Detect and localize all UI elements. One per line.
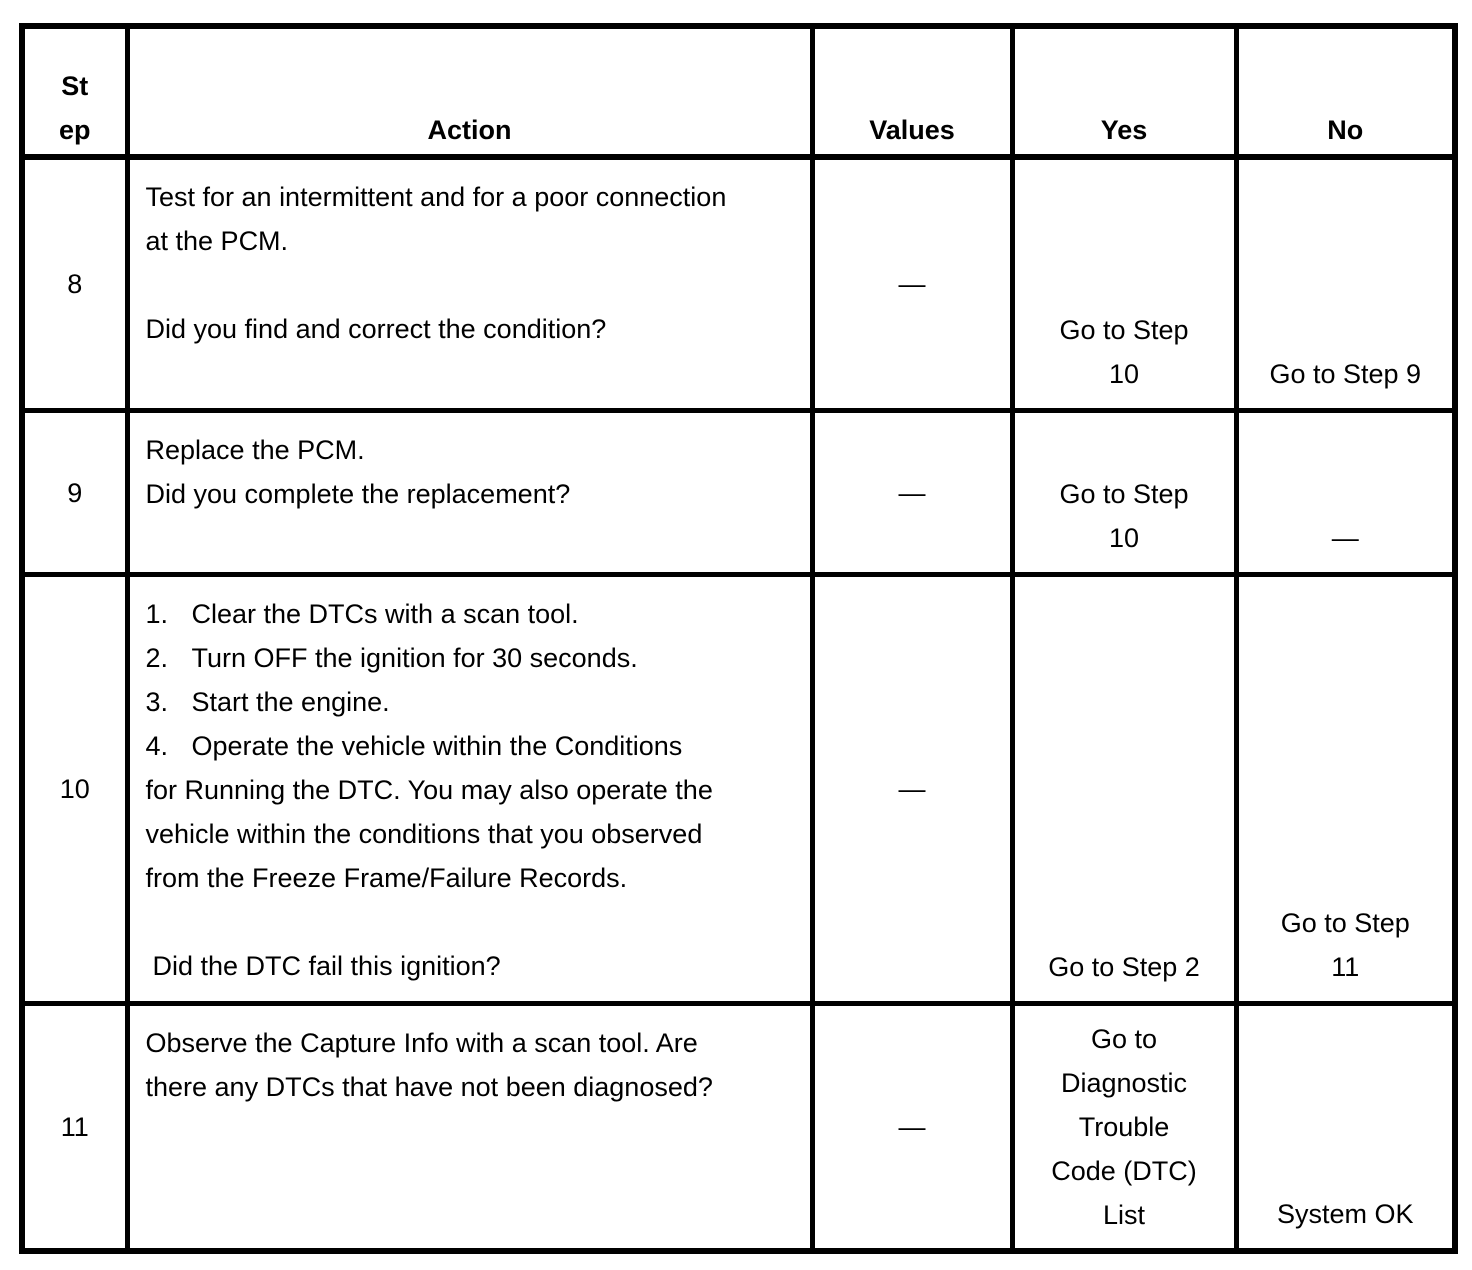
item-number: 3. <box>145 687 169 717</box>
yes-cell: Go to Step 2 <box>1009 572 1239 1006</box>
header-step: St ep <box>19 23 130 160</box>
step-cell: 10 <box>19 572 130 1006</box>
goto-line: Go to Step <box>1280 908 1410 938</box>
values-cell: — <box>809 154 1015 413</box>
values-dash: — <box>1331 523 1359 553</box>
header-values: Values <box>809 23 1015 160</box>
item-number: 1. <box>145 599 169 629</box>
action-line: Replace the PCM. <box>145 435 365 465</box>
diagnostic-table: St ep Action Values Yes <box>19 23 1458 1254</box>
goto-line: Code (DTC) <box>1051 1156 1197 1186</box>
goto-line: 10 <box>1108 359 1140 389</box>
table-row-step-8: 8 Test for an intermittent and for a poo… <box>19 154 1458 413</box>
yes-cell: Go to Step 10 <box>1009 408 1239 577</box>
status-text: System OK <box>1276 1199 1414 1229</box>
action-question: Did you find and correct the condition? <box>145 314 607 344</box>
no-cell: System OK <box>1233 1001 1458 1254</box>
numbered-item: 4. Operate the vehicle within the Conditi… <box>146 724 802 768</box>
numbered-item: 3. Start the engine. <box>146 680 802 724</box>
item-number: 4. <box>145 731 169 761</box>
item-text: Start the engine. <box>191 687 390 717</box>
action-cell: Observe the Capture Info with a scan too… <box>124 1001 815 1254</box>
step-number: 8 <box>67 269 83 299</box>
step-number: 9 <box>67 477 83 508</box>
blank-line <box>146 263 802 307</box>
action-question: Did you complete the replacement? <box>145 479 571 509</box>
step-number: 11 <box>60 1112 89 1142</box>
item-text: Turn OFF the ignition for 30 seconds. <box>191 643 638 673</box>
header-yes: Yes <box>1009 23 1239 160</box>
goto-line: Go to Step 9 <box>1269 359 1422 389</box>
goto-line: Go to Step <box>1059 479 1189 509</box>
goto-line: Diagnostic <box>1060 1068 1188 1098</box>
values-cell: — <box>809 572 1015 1006</box>
action-question: Did the DTC fail this ignition? <box>152 951 501 981</box>
values-cell: — <box>809 1001 1015 1254</box>
goto-line: Go to Step 2 <box>1048 952 1200 982</box>
goto-line: Go to <box>1090 1024 1158 1054</box>
table-row-step-9: 9 Replace the PCM. Did you complete the … <box>19 408 1458 577</box>
table-row-step-10: 10 1. Clear the DTCs with a scan tool. 2.… <box>19 572 1458 1006</box>
values-dash: — <box>898 477 926 508</box>
header-action-label: Action <box>427 115 512 145</box>
goto-line: Go to Step <box>1059 315 1189 345</box>
header-step-line: ep <box>58 115 91 145</box>
numbered-item: 1. Clear the DTCs with a scan tool. <box>146 592 802 636</box>
action-question: there any DTCs that have not been diagno… <box>145 1072 713 1102</box>
goto-line: 11 <box>1331 952 1360 982</box>
no-cell: Go to Step 11 <box>1233 572 1458 1006</box>
header-action: Action <box>124 23 815 160</box>
no-cell: — <box>1233 408 1458 577</box>
header-values-label: Values <box>869 115 955 145</box>
action-line: vehicle within the conditions that you o… <box>145 819 703 849</box>
step-cell: 8 <box>19 154 130 413</box>
header-yes-label: Yes <box>1100 115 1148 145</box>
item-text: Clear the DTCs with a scan tool. <box>191 599 579 629</box>
header-no: No <box>1233 23 1458 160</box>
goto-line: Trouble <box>1078 1112 1170 1142</box>
item-text: Operate the vehicle within the Condition… <box>191 731 683 761</box>
action-line: at the PCM. <box>145 226 289 256</box>
action-line: Observe the Capture Info with a scan too… <box>145 1028 698 1058</box>
yes-cell: Go to Step 10 <box>1009 154 1239 413</box>
action-cell: Replace the PCM. Did you complete the re… <box>124 408 815 577</box>
table-row-step-11: 11 Observe the Capture Info with a scan … <box>19 1001 1458 1254</box>
values-dash: — <box>898 1112 926 1142</box>
action-line: from the Freeze Frame/Failure Records. <box>145 863 628 893</box>
goto-line: 10 <box>1108 523 1140 553</box>
action-line: Test for an intermittent and for a poor … <box>145 182 727 212</box>
action-cell: Test for an intermittent and for a poor … <box>124 154 815 413</box>
no-cell: Go to Step 9 <box>1233 154 1458 413</box>
yes-cell: Go to Diagnostic Trouble Code (DTC) List <box>1009 1001 1239 1254</box>
action-cell: 1. Clear the DTCs with a scan tool. 2. Tur… <box>124 572 815 1006</box>
item-number: 2. <box>145 643 169 673</box>
step-cell: 9 <box>19 408 130 577</box>
step-cell: 11 <box>19 1001 130 1254</box>
action-line: for Running the DTC. You may also operat… <box>145 775 713 805</box>
step-number: 10 <box>59 774 90 804</box>
values-dash: — <box>898 269 926 299</box>
table-header-row: St ep Action Values Yes <box>19 23 1458 160</box>
values-dash: — <box>898 774 926 804</box>
header-step-line: St <box>61 71 89 101</box>
header-no-label: No <box>1327 115 1364 145</box>
goto-line: List <box>1102 1200 1146 1230</box>
numbered-item: 2. Turn OFF the ignition for 30 seconds. <box>146 636 802 680</box>
values-cell: — <box>809 408 1015 577</box>
blank-line <box>146 900 802 944</box>
